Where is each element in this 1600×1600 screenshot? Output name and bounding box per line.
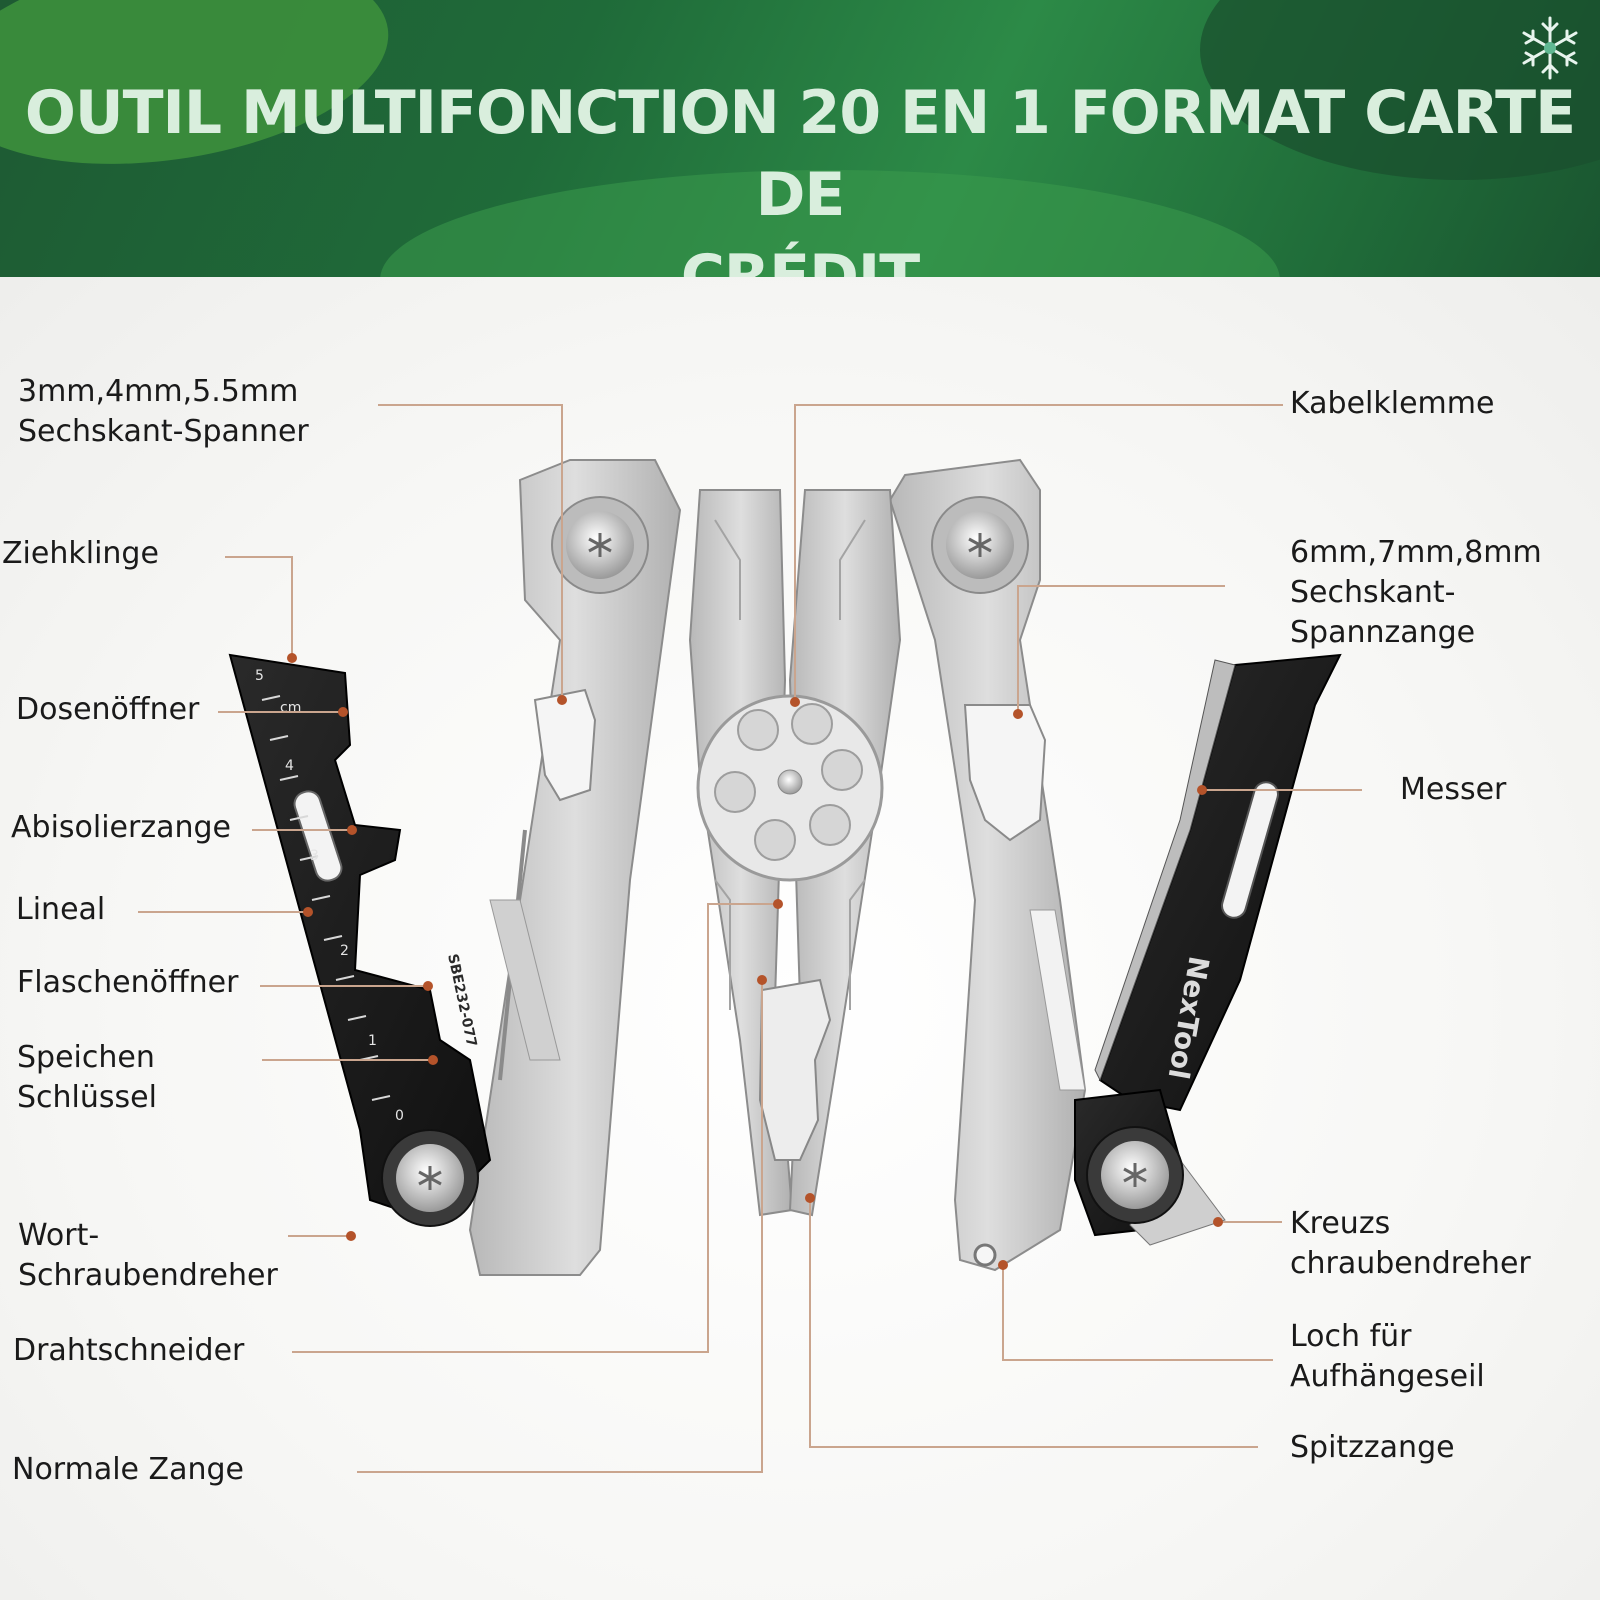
snowflake-icon	[1522, 16, 1578, 80]
ruler-number: 2	[340, 943, 349, 959]
label-kreuzschraubendreher: Kreuzs chraubendreher	[1290, 1206, 1531, 1281]
ruler-number: 4	[285, 758, 294, 774]
leader-lines	[138, 404, 1362, 1473]
title-line-1: OUTIL MULTIFONCTION 20 EN 1 FORMAT CARTE…	[24, 78, 1576, 230]
ruler-number: 0	[395, 1108, 404, 1124]
label-lineal: Lineal	[16, 892, 106, 927]
label-messer: Messer	[1400, 772, 1507, 807]
ruler-unit: cm	[280, 700, 301, 716]
engraving-code: SBE232-077	[444, 953, 479, 1049]
left-black-tool: 5 cm 4 3 2 1 0 SBE232-077	[228, 653, 492, 1222]
left-handle	[468, 459, 682, 1276]
ruler-number: 1	[368, 1033, 377, 1049]
pliers-body	[688, 489, 902, 1217]
label-hex-wrench: 3mm,4mm,5.5mm Sechskant-Spanner	[18, 374, 309, 449]
label-abisolierzange: Abisolierzange	[11, 810, 231, 845]
header-banner: OUTIL MULTIFONCTION 20 EN 1 FORMAT CARTE…	[0, 0, 1600, 277]
label-speichen-schluessel: Speichen Schlüssel	[17, 1040, 157, 1115]
label-ziehklinge: Ziehklinge	[2, 536, 159, 571]
ruler-number: 3	[310, 848, 319, 864]
label-drahtschneider: Drahtschneider	[13, 1333, 245, 1368]
label-dosenoeffner: Dosenöffner	[16, 692, 200, 727]
label-normale-zange: Normale Zange	[12, 1452, 244, 1487]
marker-dots	[287, 653, 1223, 1270]
page-title: OUTIL MULTIFONCTION 20 EN 1 FORMAT CARTE…	[0, 72, 1600, 277]
label-loch-aufhaengeseil: Loch für Aufhängeseil	[1290, 1319, 1485, 1394]
ruler-number: 5	[255, 668, 264, 684]
pivot-bolts	[381, 496, 1184, 1227]
label-spitzzange: Spitzzange	[1290, 1430, 1455, 1465]
label-wort-schraubendreher: Wort- Schraubendreher	[18, 1218, 278, 1293]
title-line-2: CRÉDIT	[680, 242, 920, 277]
label-flaschenoeffner: Flaschenöffner	[17, 965, 239, 1000]
ruler-ticks	[261, 695, 391, 1101]
label-kabelklemme: Kabelklemme	[1290, 386, 1495, 421]
right-handle	[888, 458, 1087, 1272]
label-hex-pliers: 6mm,7mm,8mm Sechskant- Spannzange	[1290, 535, 1542, 650]
